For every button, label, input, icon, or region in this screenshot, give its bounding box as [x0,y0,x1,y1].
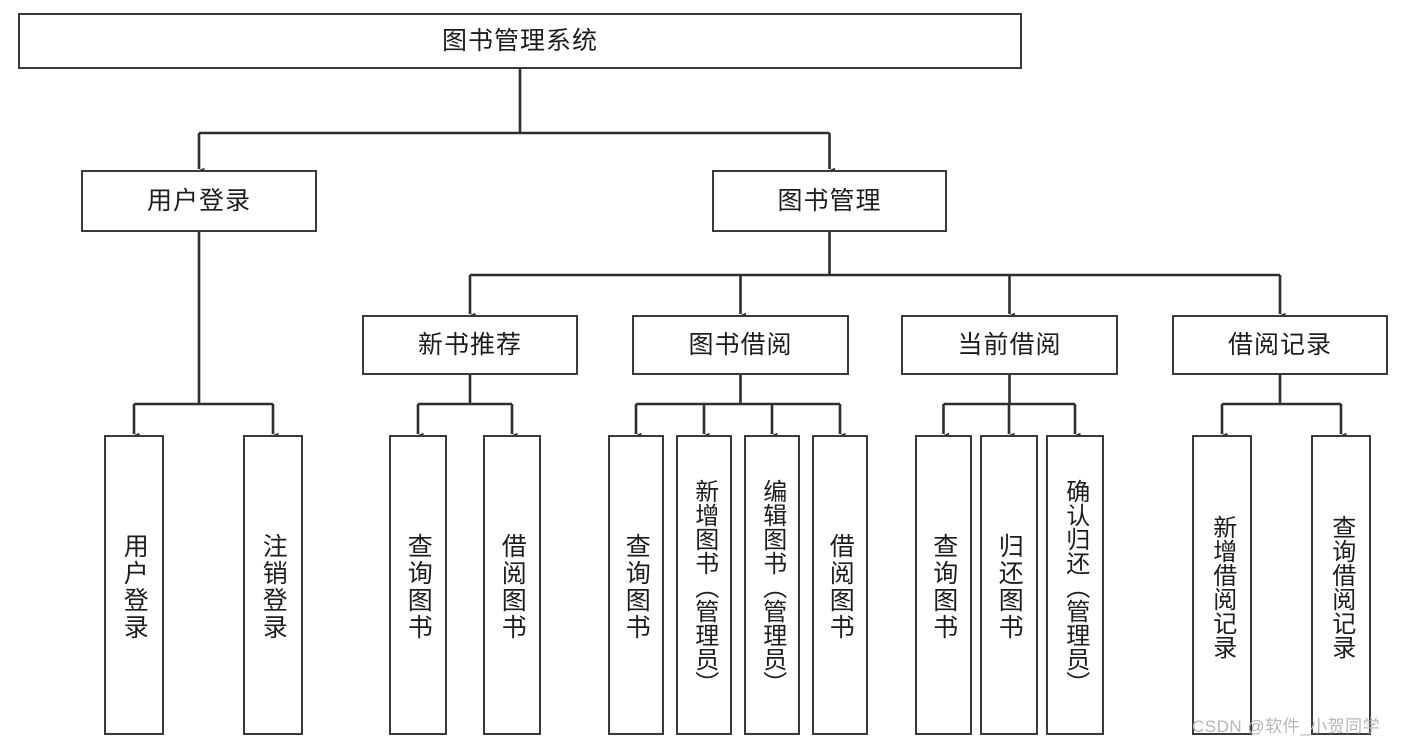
node-level2-new-book-recommend-label: 新书推荐 [417,331,522,359]
leaf-node[interactable]: 查询图书 [915,435,972,735]
leaf-node-label: 借阅图书 [826,533,855,641]
leaf-node[interactable]: 借阅图书 [812,435,868,735]
node-level2-borrow-record[interactable]: 借阅记录 [1172,315,1388,375]
leaf-node[interactable]: 查询图书 [608,435,664,735]
csdn-watermark: CSDN @软件_小贺同学 [1192,717,1381,736]
leaf-node-label: 查询图书 [929,533,958,641]
leaf-node[interactable]: 查询借阅记录 [1311,435,1371,735]
leaf-node-label: 查询图书 [404,533,433,641]
node-level2-borrow-record-label: 借阅记录 [1227,331,1332,359]
node-level2-new-book-recommend[interactable]: 新书推荐 [362,315,578,375]
node-level1-book-management[interactable]: 图书管理 [712,170,947,232]
leaf-node-label: 新增借阅记录 [1208,515,1236,659]
node-level2-current-borrow-label: 当前借阅 [957,331,1062,359]
leaf-node-label: 查询借阅记录 [1327,515,1355,659]
leaf-node[interactable]: 新增图书（管理员） [676,435,732,735]
leaf-node[interactable]: 编辑图书（管理员） [744,435,800,735]
leaf-node-label: 编辑图书（管理员） [758,479,786,695]
leaf-node[interactable]: 确认归还（管理员） [1046,435,1104,735]
node-level2-current-borrow[interactable]: 当前借阅 [901,315,1118,375]
leaf-node[interactable]: 借阅图书 [483,435,541,735]
leaf-node-label: 借阅图书 [498,533,527,641]
node-level2-book-borrow[interactable]: 图书借阅 [632,315,849,375]
leaf-node-label: 新增图书（管理员） [690,479,718,695]
leaf-node[interactable]: 查询图书 [389,435,447,735]
leaf-node[interactable]: 注销登录 [243,435,303,735]
leaf-node-label: 注销登录 [259,533,288,641]
node-level2-book-borrow-label: 图书借阅 [688,331,793,359]
node-level1-user-login[interactable]: 用户登录 [81,170,317,232]
leaf-node[interactable]: 用户登录 [104,435,164,735]
node-root-label: 图书管理系统 [441,27,598,55]
leaf-node-label: 归还图书 [995,533,1024,641]
node-root[interactable]: 图书管理系统 [18,13,1022,69]
node-level1-user-login-label: 用户登录 [146,187,251,215]
leaf-node[interactable]: 归还图书 [980,435,1038,735]
leaf-node-label: 查询图书 [622,533,651,641]
leaf-node-label: 确认归还（管理员） [1061,479,1089,695]
leaf-node[interactable]: 新增借阅记录 [1192,435,1252,735]
leaf-node-label: 用户登录 [120,533,149,641]
node-level1-book-management-label: 图书管理 [777,187,882,215]
